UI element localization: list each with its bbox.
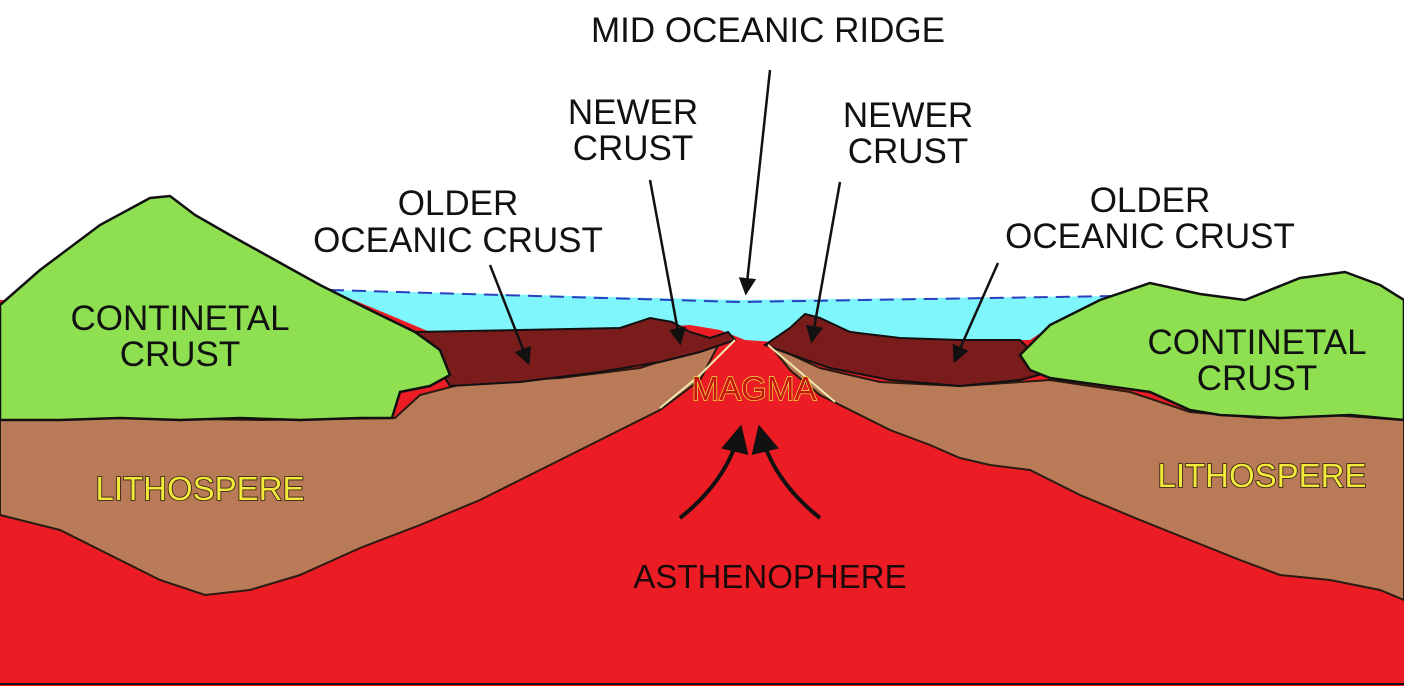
older-crust-right-label-1: OLDER: [1090, 181, 1211, 220]
continental-right-label-1: CONTINETAL: [1147, 323, 1366, 362]
continental-crust-right: [1018, 270, 1404, 422]
upwelling-arrow-right: [751, 424, 822, 520]
newer-crust-right-label-2: CRUST: [848, 132, 969, 171]
upwelling-arrow-left: [678, 424, 749, 520]
older-crust-left-label-1: OLDER: [398, 184, 519, 223]
sea-level-line: [329, 289, 1116, 304]
continental-left-label-1: CONTINETAL: [70, 299, 289, 338]
newer-crust-left-label-1: NEWER: [568, 93, 698, 132]
magma-label: MAGMA: [692, 370, 817, 407]
lithosphere-right: [769, 344, 1404, 602]
older-crust-left-label-2: OCEANIC CRUST: [313, 221, 603, 260]
continental-left-label-2: CRUST: [120, 335, 241, 374]
rift-edge-left: [659, 339, 736, 409]
newer-crust-right-label-1: NEWER: [843, 96, 973, 135]
lithosphere-left-label: LITHOSPERE: [95, 470, 304, 507]
newer-crust-right-arrow: [805, 181, 842, 344]
asthenosphere-label: ASTHENOPHERE: [633, 558, 906, 595]
ridge-label: MID OCEANIC RIDGE: [591, 11, 945, 50]
lithosphere-right-label: LITHOSPERE: [1157, 457, 1366, 494]
older-crust-right-label-2: OCEANIC CRUST: [1005, 217, 1295, 256]
older-crust-right-arrow: [952, 262, 1000, 364]
older-crust-left-arrow: [488, 264, 532, 366]
ridge-arrow: [738, 69, 772, 296]
newer-crust-left-arrow: [648, 179, 687, 346]
newer-crust-left-label-2: CRUST: [573, 129, 694, 168]
continental-crust-left: [0, 194, 452, 422]
lithosphere-left: [0, 340, 723, 597]
rift-edge-right: [767, 344, 836, 403]
continental-right-label-2: CRUST: [1197, 359, 1318, 398]
